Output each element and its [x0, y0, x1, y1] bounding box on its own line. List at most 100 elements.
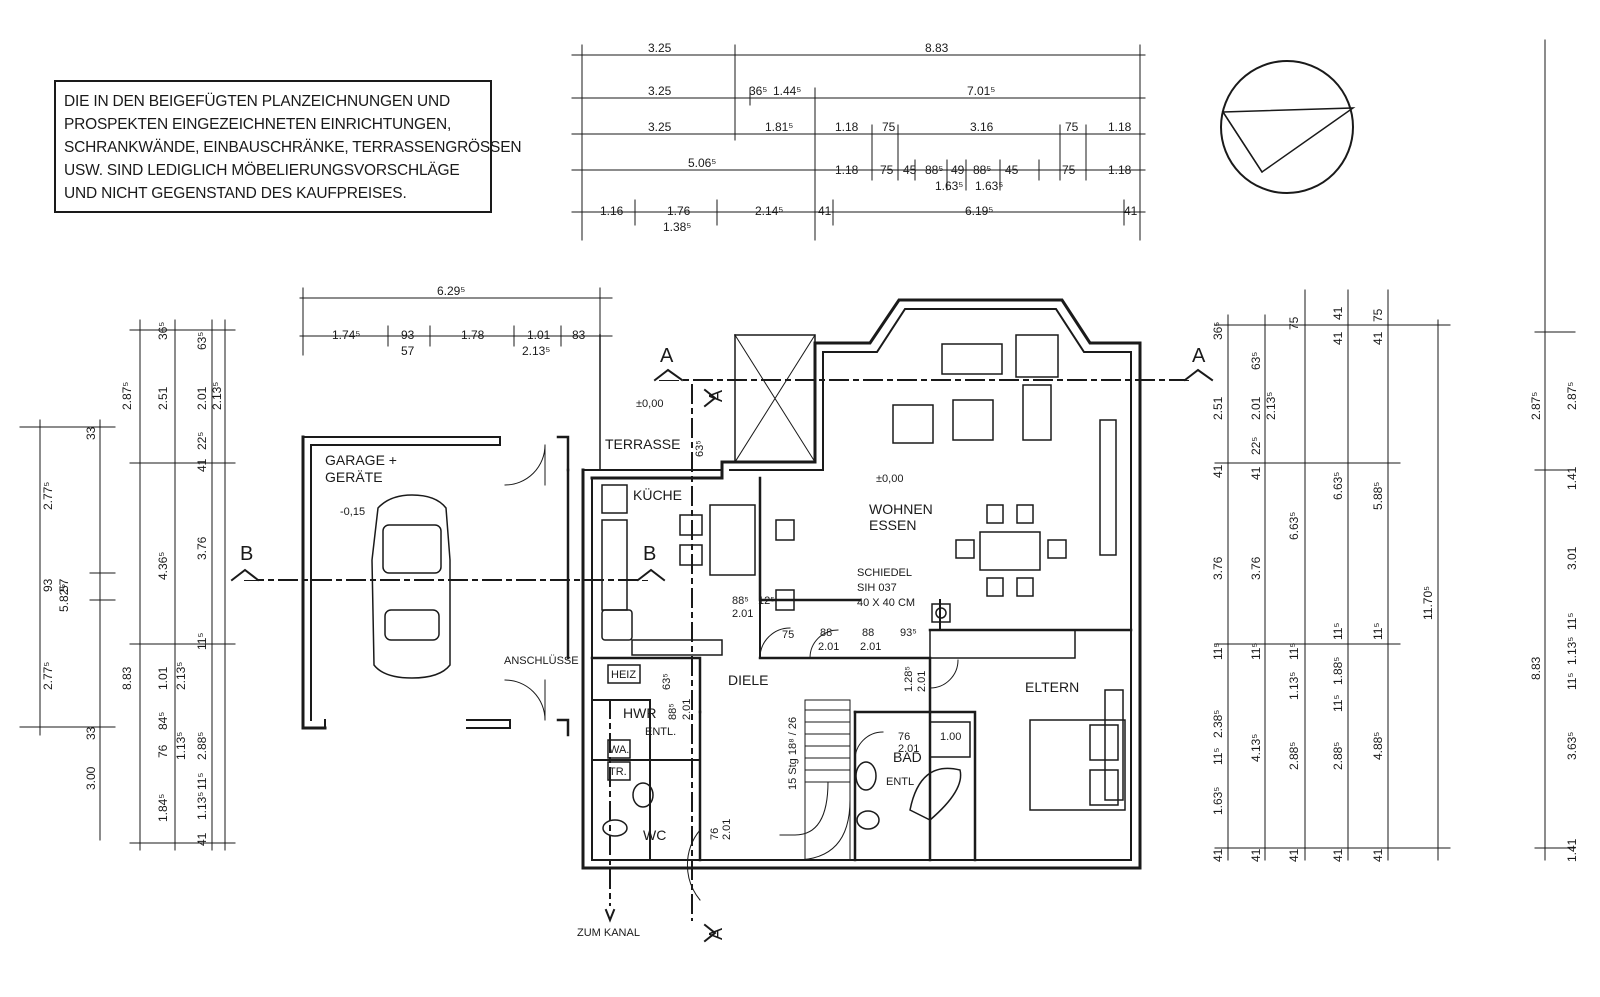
dim: 88⁵ [667, 703, 679, 720]
dim: 88⁵ [925, 163, 943, 177]
dim: 1.84⁵ [156, 794, 170, 822]
dim: 2.01 [681, 699, 693, 720]
dim: 3.01 [1565, 546, 1579, 570]
room-wc: WC [643, 827, 666, 843]
dim: 11⁵ [1211, 643, 1225, 660]
section-a-right: A [1192, 345, 1206, 367]
dim: 1.38⁵ [663, 220, 691, 234]
dim: 63⁵ [694, 440, 706, 457]
dim: 8.83 [925, 41, 949, 55]
section-a-mid: A [706, 390, 726, 402]
section-lines [244, 379, 1191, 921]
dim: 2.87⁵ [1529, 392, 1543, 420]
dim: 2.88⁵ [1287, 742, 1301, 770]
dim: 2.01 [195, 386, 209, 410]
dim: 41 [818, 204, 832, 218]
label-wa: WA. [609, 744, 629, 756]
dim: 2.13⁵ [1264, 392, 1278, 420]
section-labels: A A B B A A [240, 345, 1206, 940]
dim: 1.18 [835, 120, 859, 134]
dim: 11⁵ [1249, 643, 1263, 660]
dim: 41 [1124, 204, 1138, 218]
dim: 76 [156, 744, 170, 758]
interior-dimension-labels: 88⁵ 2.01 12⁵ 75 88 2.01 88 2.01 93⁵ 63⁵ … [661, 440, 961, 840]
dim: 11⁵ [1371, 623, 1385, 640]
dim: 1.18 [1108, 120, 1132, 134]
dim: 6.19⁵ [965, 204, 993, 218]
section-b-right: B [643, 543, 656, 565]
dim: 11⁵ [1211, 748, 1225, 765]
dim: 1.41 [1565, 838, 1579, 862]
dim: 41 [1211, 848, 1225, 862]
dim: 76 [898, 731, 910, 743]
dim: 11⁵ [1565, 673, 1579, 690]
dim: 11⁵ [1565, 613, 1579, 630]
dim: 75 [1065, 120, 1079, 134]
dim: 76 [709, 828, 721, 840]
dim: 57 [401, 344, 415, 358]
dim: 75 [882, 120, 896, 134]
room-bad: BAD [893, 749, 922, 765]
dim: 1.01 [527, 328, 551, 342]
dim: 2.77⁵ [41, 482, 55, 510]
dim: 1.13⁵ [174, 732, 188, 760]
dim: 41 [1249, 466, 1263, 480]
room-hwr: HWR [623, 705, 656, 721]
dim: 36⁵ [156, 322, 170, 340]
dim: 75 [1371, 308, 1385, 322]
dim: 57 [57, 578, 71, 592]
north-arrow-icon [1220, 60, 1356, 194]
dim: 5.06⁵ [688, 156, 716, 170]
dim: 1.28⁵ [903, 666, 915, 692]
dim: 3.16 [970, 120, 994, 134]
dim: 11⁵ [1331, 695, 1345, 712]
dim: 6.29⁵ [437, 284, 465, 298]
dim: 12⁵ [758, 595, 775, 607]
dim: 1.41 [1565, 466, 1579, 490]
right-dimension-chains [1214, 39, 1576, 861]
dim: 2.77⁵ [41, 662, 55, 690]
dim: 11.70⁵ [1421, 586, 1435, 620]
dim: 33 [84, 726, 98, 740]
level-garage: -0,15 [340, 506, 365, 518]
dim: 75 [1062, 163, 1076, 177]
dim: 6.63⁵ [1331, 472, 1345, 500]
dim: 7.01⁵ [967, 84, 995, 98]
label-tr: TR. [609, 766, 627, 778]
section-markers [230, 368, 1214, 943]
dim: 6.63⁵ [1287, 512, 1301, 540]
dim: 3.25 [648, 120, 672, 134]
room-terrasse: TERRASSE [605, 436, 680, 452]
label-heiz: HEIZ [611, 669, 636, 681]
top-dimension-labels: 3.25 8.83 3.25 36⁵ 1.44⁵ 7.01⁵ 3.25 1.81… [600, 41, 1138, 234]
dim: 8.83 [1529, 656, 1543, 680]
dim: 75 [782, 629, 794, 641]
dim: 45 [903, 163, 917, 177]
dim: 3.63⁵ [1565, 732, 1579, 760]
label-schiedel-size: 40 X 40 CM [857, 597, 915, 609]
dim: 1.13⁵ [195, 792, 209, 820]
dim: 2.01 [898, 743, 919, 755]
dim: 45 [1005, 163, 1019, 177]
dim: 1.18 [1108, 163, 1132, 177]
dim: 63⁵ [661, 673, 673, 690]
dim: 2.01 [732, 608, 753, 620]
dim: 36⁵ [749, 84, 767, 98]
dim: 1.01 [156, 666, 170, 690]
dim: 41 [1211, 464, 1225, 478]
room-kueche: KÜCHE [633, 486, 682, 503]
dim: 93 [401, 328, 415, 342]
dim: 5.82⁵ [57, 584, 71, 612]
dim: 2.51 [1211, 396, 1225, 420]
dim: 22⁵ [195, 432, 209, 450]
dim: 93⁵ [900, 627, 917, 639]
dim: 3.76 [195, 536, 209, 560]
dim: 1.13⁵ [1287, 672, 1301, 700]
garage-dimension-labels: 6.29⁵ 1.74⁵ 93 1.78 1.01 83 57 2.13⁵ [332, 284, 586, 358]
dim: 1.00 [940, 731, 961, 743]
dim: 8.83 [120, 666, 134, 690]
dim: 2.01 [818, 641, 839, 653]
dim: 2.88⁵ [1331, 742, 1345, 770]
dim: 88⁵ [732, 595, 749, 607]
